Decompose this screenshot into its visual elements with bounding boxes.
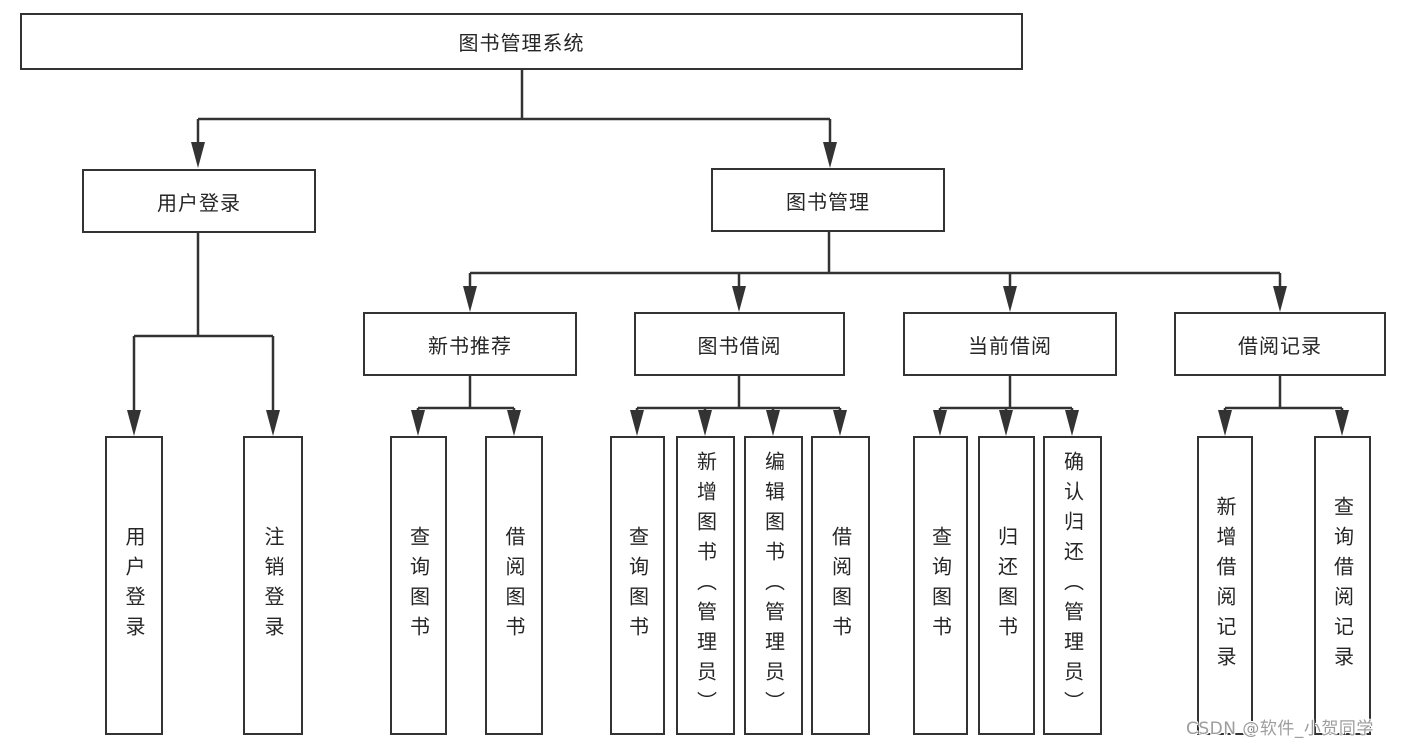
node-label: 当前借阅	[968, 333, 1052, 358]
node-search-borrow-record: 查询借阅记录	[1314, 436, 1371, 735]
node-label: 借阅记录	[1238, 333, 1322, 358]
node-label: 归还图书	[994, 525, 1019, 646]
node-label: 借阅图书	[828, 525, 853, 646]
node-search-books-current: 查询图书	[913, 436, 968, 735]
node-label: 注销登录	[261, 525, 285, 646]
node-label: 查询借阅记录	[1330, 495, 1355, 676]
node-label: 确认归还（管理员）	[1060, 450, 1085, 721]
node-current-borrowing: 当前借阅	[903, 312, 1117, 376]
node-confirm-return-admin: 确认归还（管理员）	[1043, 436, 1102, 735]
node-borrow-books-leaf: 借阅图书	[811, 436, 870, 735]
node-root: 图书管理系统	[20, 13, 1023, 70]
node-user-login-leaf: 用户登录	[105, 436, 163, 735]
node-label: 图书管理系统	[458, 31, 585, 55]
node-label: 图书借阅	[697, 333, 782, 358]
node-edit-book-admin: 编辑图书（管理员）	[744, 436, 803, 735]
node-label: 用户登录	[122, 525, 146, 646]
node-new-book-recommendation: 新书推荐	[363, 312, 577, 376]
node-label: 图书管理	[786, 189, 870, 214]
node-borrowing-records: 借阅记录	[1174, 312, 1386, 376]
csdn-watermark: CSDN @软件_小贺同学	[1186, 719, 1374, 739]
node-label: 借阅图书	[502, 525, 526, 646]
node-label: 用户登录	[157, 190, 241, 215]
node-label: 查询图书	[928, 525, 953, 646]
node-label: 查询图书	[625, 525, 650, 646]
node-borrow-books-recommend: 借阅图书	[485, 436, 543, 735]
node-add-borrow-record: 新增借阅记录	[1197, 436, 1253, 735]
node-book-management: 图书管理	[711, 168, 945, 232]
node-book-borrowing: 图书借阅	[634, 312, 845, 376]
node-search-books-borrowing: 查询图书	[610, 436, 665, 735]
node-logout-leaf: 注销登录	[243, 436, 303, 735]
node-label: 编辑图书（管理员）	[761, 450, 786, 721]
node-add-book-admin: 新增图书（管理员）	[676, 436, 735, 735]
node-return-books: 归还图书	[978, 436, 1035, 735]
node-label: 新增图书（管理员）	[693, 450, 718, 721]
node-label: 新增借阅记录	[1213, 495, 1237, 676]
node-label: 新书推荐	[428, 333, 512, 358]
node-label: 查询图书	[406, 525, 431, 646]
node-user-login: 用户登录	[82, 169, 316, 233]
node-search-books-recommend: 查询图书	[390, 436, 447, 735]
